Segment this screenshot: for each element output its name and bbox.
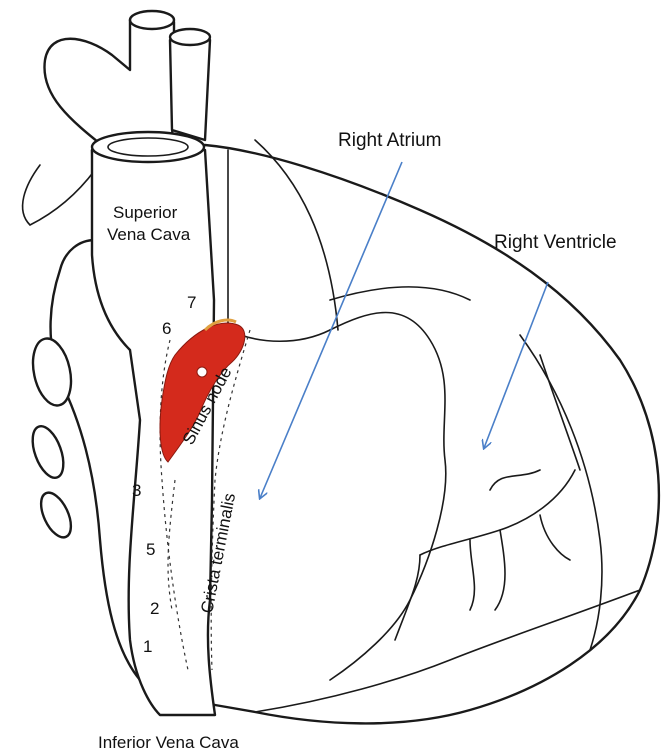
- site-number-5: 5: [146, 540, 155, 559]
- site-number-1: 1: [143, 637, 152, 656]
- right-ventricle-label: Right Ventricle: [494, 232, 617, 253]
- svc-label-line1: Superior: [113, 203, 178, 222]
- site-number-6: 6: [162, 319, 171, 338]
- svc-label-line2: Vena Cava: [107, 225, 191, 244]
- site-number-7: 7: [187, 293, 196, 312]
- ivc-label: Inferior Vena Cava: [98, 733, 239, 752]
- pulmonary-veins: [27, 335, 77, 542]
- site-number-3: 3: [132, 481, 141, 500]
- site-number-2: 2: [150, 599, 159, 618]
- right-atrium-label: Right Atrium: [338, 130, 441, 151]
